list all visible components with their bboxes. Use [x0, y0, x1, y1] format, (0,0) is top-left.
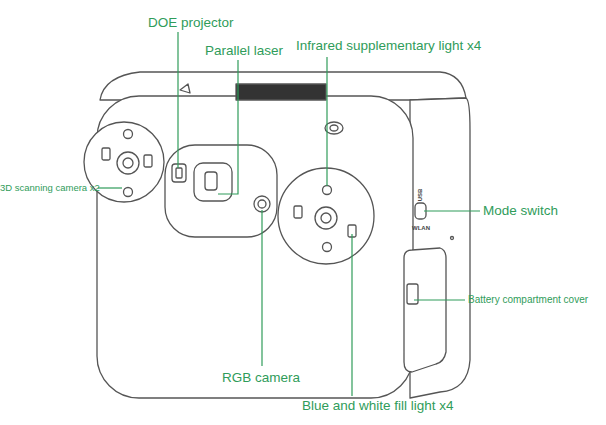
doe-projector-core: [176, 168, 182, 178]
leader-lines: [98, 32, 480, 396]
leader-line: [261, 210, 262, 366]
ir-light: [323, 243, 332, 252]
rgb-camera: [254, 196, 270, 212]
part-label: Parallel laser: [205, 44, 283, 58]
part-label: Battery compartment cover: [468, 295, 588, 305]
lens-core: [123, 158, 133, 168]
part-label: DOE projector: [148, 16, 234, 30]
ir-light: [323, 186, 332, 195]
fill-light: [144, 155, 152, 167]
centre-module: [165, 145, 277, 237]
part-label: Mode switch: [483, 204, 558, 218]
part-label: RGB camera: [222, 371, 300, 385]
parallel-laser: [194, 163, 232, 201]
fill-light: [294, 206, 302, 218]
lens-core: [321, 213, 331, 223]
rgb-camera-core: [258, 200, 266, 208]
part-label: Blue and white fill light x4: [302, 399, 454, 413]
leader-line: [218, 60, 238, 194]
part-label: Infrared supplementary light x4: [296, 39, 481, 53]
leader-line: [414, 299, 465, 300]
top-triangle: [180, 84, 190, 93]
switch-label: USB: [417, 189, 423, 202]
ir-light: [124, 188, 133, 197]
battery-cover: [404, 248, 446, 372]
switch-label: WLAN: [412, 225, 430, 231]
leader-line: [424, 210, 480, 211]
battery-latch: [407, 284, 418, 304]
grip-strip: [236, 84, 326, 100]
fill-light: [102, 148, 110, 160]
parallel-laser-core: [205, 172, 217, 190]
top-button-core: [330, 125, 338, 131]
lens: [117, 152, 139, 174]
doe-projector: [172, 164, 186, 182]
indicator: [451, 237, 454, 240]
right-camera-module: [278, 168, 374, 264]
part-label: 3D scanning camera x2: [0, 183, 100, 193]
leader-line: [177, 32, 178, 168]
leader-line: [98, 187, 122, 188]
leader-line: [351, 234, 352, 396]
lens: [315, 207, 337, 229]
leader-line: [326, 57, 327, 186]
ir-light: [124, 130, 133, 139]
top-button: [325, 122, 343, 134]
